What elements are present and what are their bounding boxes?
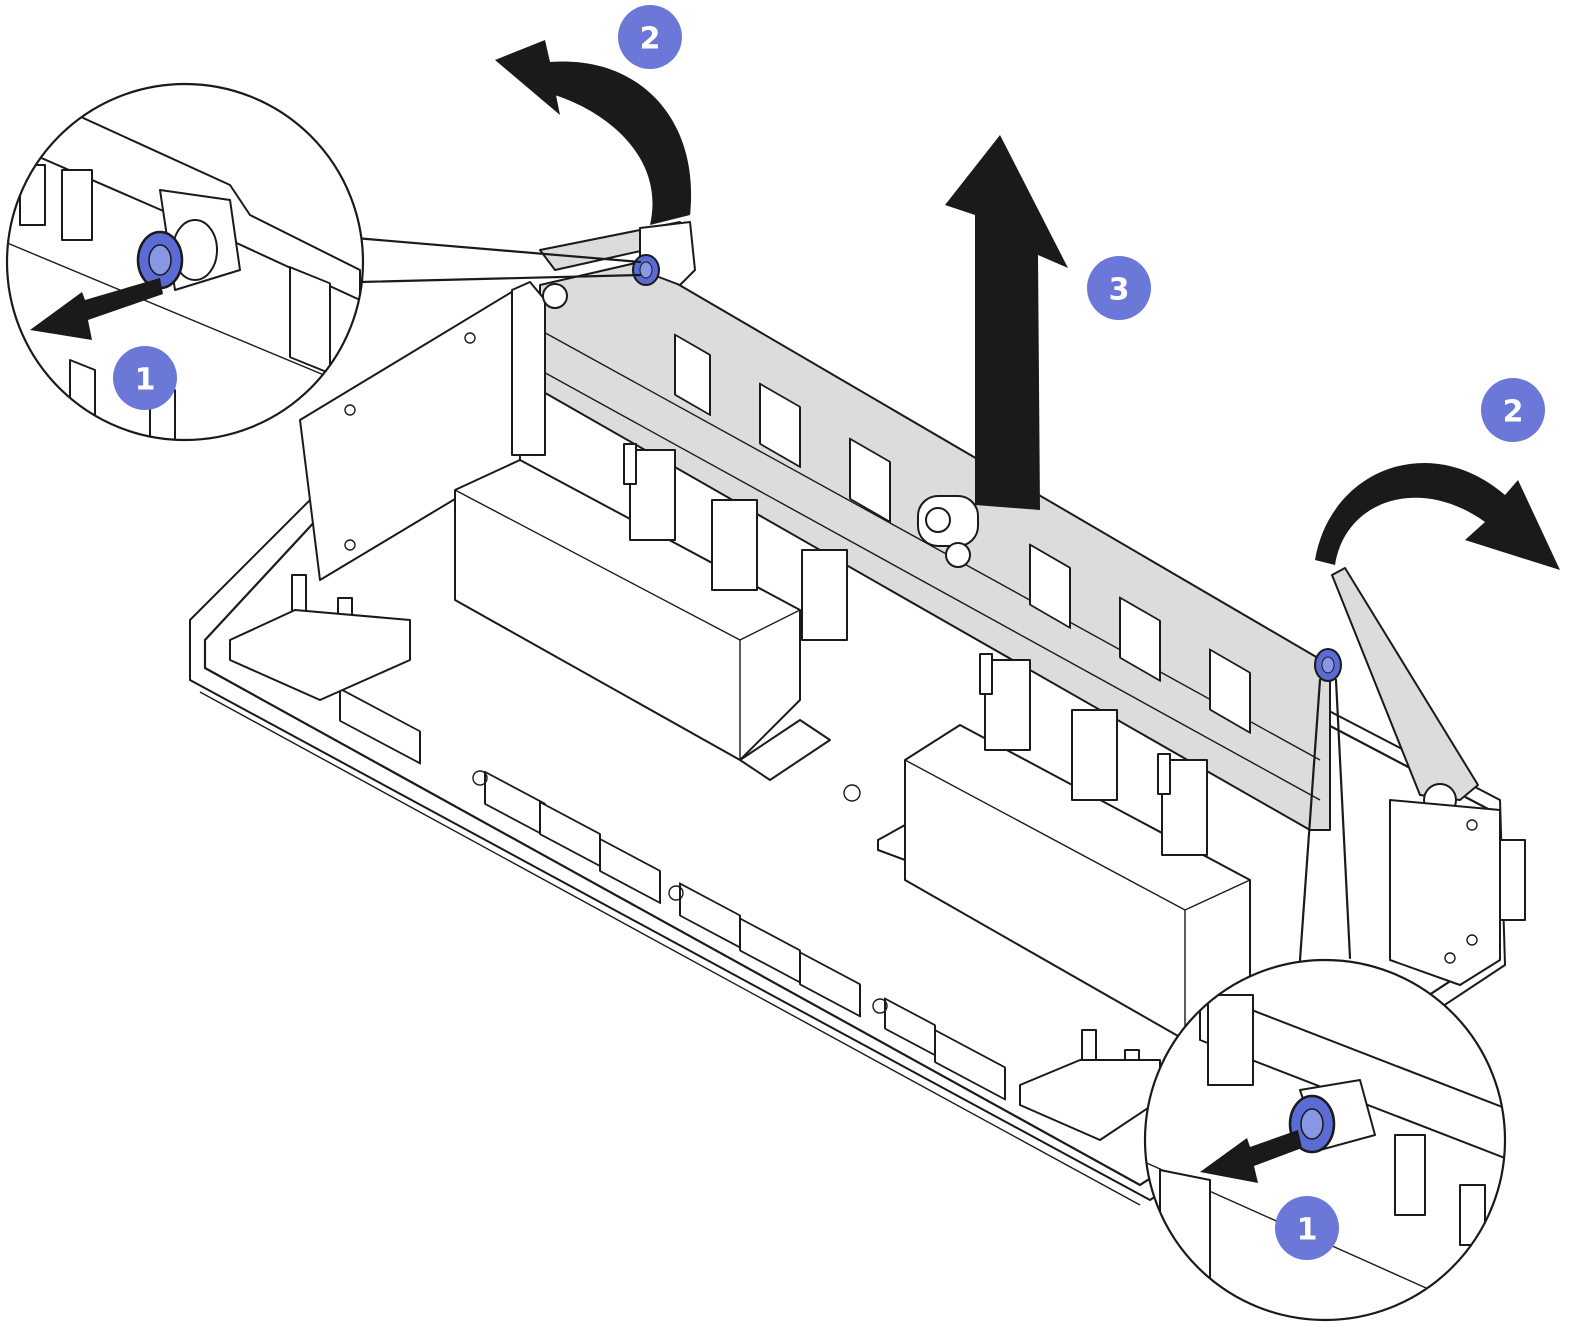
guide-pins [229,574,1161,1141]
callout-step-1-right: 1 [1275,1196,1339,1260]
left-release-latch [539,221,696,309]
svg-text:3: 3 [1109,273,1130,308]
backplane-connectors [623,443,1208,856]
svg-text:1: 1 [1297,1213,1318,1248]
callout-step-2-left: 2 [618,5,682,69]
lift-arrow-icon [945,135,1068,510]
front-connectors [339,687,1006,1101]
power-shroud-right [877,724,1251,1041]
callout-step-3: 3 [1087,256,1151,320]
rotate-arrow-icon [1315,462,1560,570]
svg-text:2: 2 [640,22,661,57]
leader-lines [353,236,1352,962]
callout-step-2-right: 2 [1481,378,1545,442]
rotate-arrow-icon [495,40,692,225]
pull-arrow-icon [1200,1130,1302,1183]
plunger-left-main [632,254,660,286]
right-release-latch [1331,567,1526,986]
detail-view-left [5,82,365,442]
pull-arrow-icon [30,278,163,340]
svg-text:2: 2 [1503,395,1524,430]
plunger-right-main [1314,648,1342,682]
svg-text:1: 1 [135,363,156,398]
callout-step-1-left: 1 [113,346,177,410]
detail-view-right [1143,958,1507,1322]
power-shroud-left [454,459,831,781]
